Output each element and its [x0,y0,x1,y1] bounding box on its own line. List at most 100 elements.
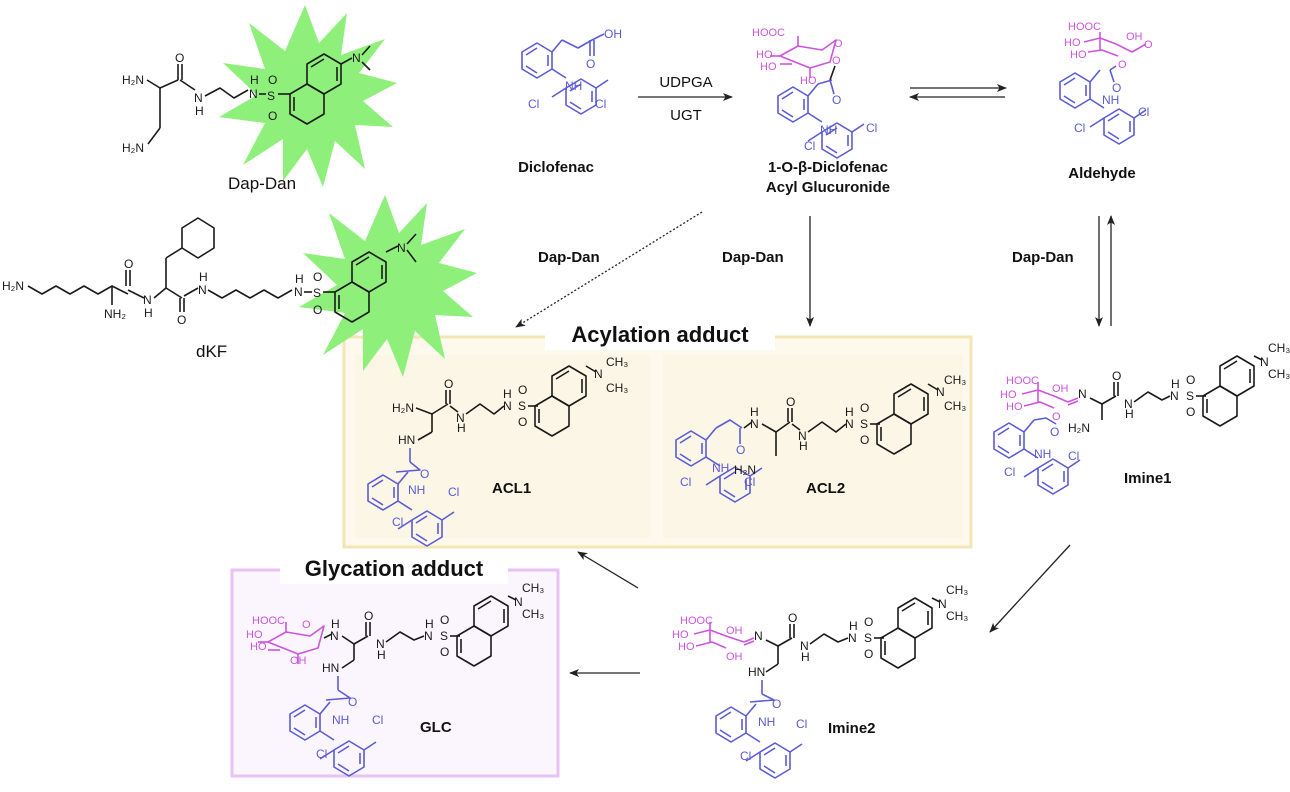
svg-text:O: O [177,313,186,327]
svg-text:Cl: Cl [528,97,539,111]
svg-text:N: N [456,411,465,425]
svg-text:HOOC: HOOC [1068,21,1101,33]
svg-text:NH₂: NH₂ [104,307,126,321]
svg-text:NH: NH [758,715,775,729]
glycation-adduct-title: Glycation adduct [305,556,484,581]
svg-text:O: O [268,109,277,123]
svg-text:Cl: Cl [595,97,606,111]
acylation-adduct-title: Acylation adduct [571,322,749,347]
glucuronidation-arrow: UDPGA UGT [638,74,733,124]
acyl-glucuronide-label-line2: Acyl Glucuronide [766,179,890,196]
aldehyde-structure: HOOC HO HO OH O O O NH Cl Cl Aldehyde [1060,21,1153,182]
svg-text:H₂N: H₂N [1068,421,1090,435]
svg-text:H: H [503,387,512,401]
svg-text:H₂N: H₂N [392,401,414,415]
svg-text:Cl: Cl [1068,449,1079,463]
svg-text:N: N [1124,397,1133,411]
svg-text:H: H [849,619,858,633]
svg-text:H: H [1125,407,1134,421]
svg-text:O: O [124,257,133,271]
svg-text:NH: NH [565,79,582,93]
svg-text:Cl: Cl [866,121,877,135]
svg-text:H₂N: H₂N [122,73,144,87]
diclofenac-structure: O OH NH Cl Cl Diclofenac [518,27,622,176]
svg-text:O: O [586,57,595,71]
svg-text:N: N [143,293,152,307]
svg-text:HOOC: HOOC [680,615,713,627]
svg-text:N: N [798,429,807,443]
svg-text:Cl: Cl [1138,105,1149,119]
svg-text:Cl: Cl [680,475,691,489]
glycation-adduct-box: Glycation adduct [230,556,560,778]
acl2-label: ACL2 [806,480,845,497]
svg-text:O: O [1186,373,1195,387]
svg-text:N: N [1260,355,1269,369]
svg-text:H: H [377,648,386,662]
fluorescence-burst-icon [219,5,397,187]
svg-text:OH: OH [290,655,307,667]
dapdan-structure: H₂N H₂N O N H N H S O O N Dap-Dan [122,45,371,193]
svg-text:O: O [440,645,449,659]
svg-text:O: O [788,611,797,625]
svg-text:N: N [754,629,763,643]
svg-text:HN: HN [398,433,415,447]
svg-text:NH: NH [408,483,425,497]
svg-text:OH: OH [726,651,743,663]
svg-text:O: O [860,433,869,447]
svg-text:O: O [444,377,453,391]
svg-text:N: N [750,417,759,431]
svg-text:O: O [440,613,449,627]
svg-text:Cl: Cl [1004,465,1015,479]
acyl-glucuronide-label-line1: 1-O-β-Diclofenac [768,159,888,176]
imine2-to-acylation-arrow [577,551,639,589]
svg-text:NH: NH [1102,93,1119,107]
svg-text:H: H [295,272,304,286]
udpga-label: UDPGA [659,74,712,91]
acyl-glucuronide-structure: HOOC HO HO HO O O O NH Cl Cl 1-O-β-Diclo… [752,27,890,196]
imine2-label: Imine2 [828,720,876,737]
svg-text:S: S [860,417,868,431]
svg-text:O: O [1118,59,1127,71]
svg-text:H: H [425,617,434,631]
svg-text:O: O [1112,81,1121,95]
dapdan-dotted-arrow: Dap-Dan [515,211,703,328]
svg-text:H: H [1171,377,1180,391]
svg-text:N: N [848,631,857,645]
svg-text:HO: HO [1064,37,1081,49]
svg-text:O: O [864,647,873,661]
svg-text:S: S [1186,389,1194,403]
svg-text:HO: HO [760,61,777,73]
svg-text:S: S [313,286,321,300]
svg-text:CH₃: CH₃ [522,607,544,621]
svg-text:N: N [352,51,361,65]
svg-text:H: H [457,421,466,435]
svg-text:HO: HO [1006,401,1023,413]
svg-text:O: O [348,695,357,709]
svg-text:Cl: Cl [372,713,383,727]
svg-text:O: O [832,93,841,107]
svg-text:OH: OH [726,625,743,637]
svg-text:N: N [936,385,945,399]
svg-text:N: N [514,595,523,609]
svg-text:H₂N: H₂N [2,279,24,293]
svg-text:CH₃: CH₃ [522,581,544,595]
svg-text:HO: HO [800,75,817,87]
svg-text:S: S [440,629,448,643]
svg-text:H: H [195,104,204,118]
svg-text:CH₃: CH₃ [606,355,628,369]
svg-text:O: O [364,609,373,623]
svg-text:N: N [198,283,207,297]
svg-text:CH₃: CH₃ [944,399,966,413]
svg-text:O: O [736,443,745,457]
svg-text:H₂N: H₂N [122,141,144,155]
svg-text:HO: HO [1070,49,1087,61]
dapdan-aldehyde-label: Dap-Dan [1012,249,1074,266]
dkf-structure: H₂N NH₂ O N H O N H N H S O O N dKF [2,217,417,361]
svg-text:H: H [250,73,259,87]
dapdan-label: Dap-Dan [228,174,296,193]
svg-text:OH: OH [604,27,622,41]
acl2-structure: O NH Cl Cl N H H₂N O N H N H S O O N CH₃… [676,373,966,502]
svg-text:S: S [518,399,526,413]
svg-text:CH₃: CH₃ [606,381,628,395]
